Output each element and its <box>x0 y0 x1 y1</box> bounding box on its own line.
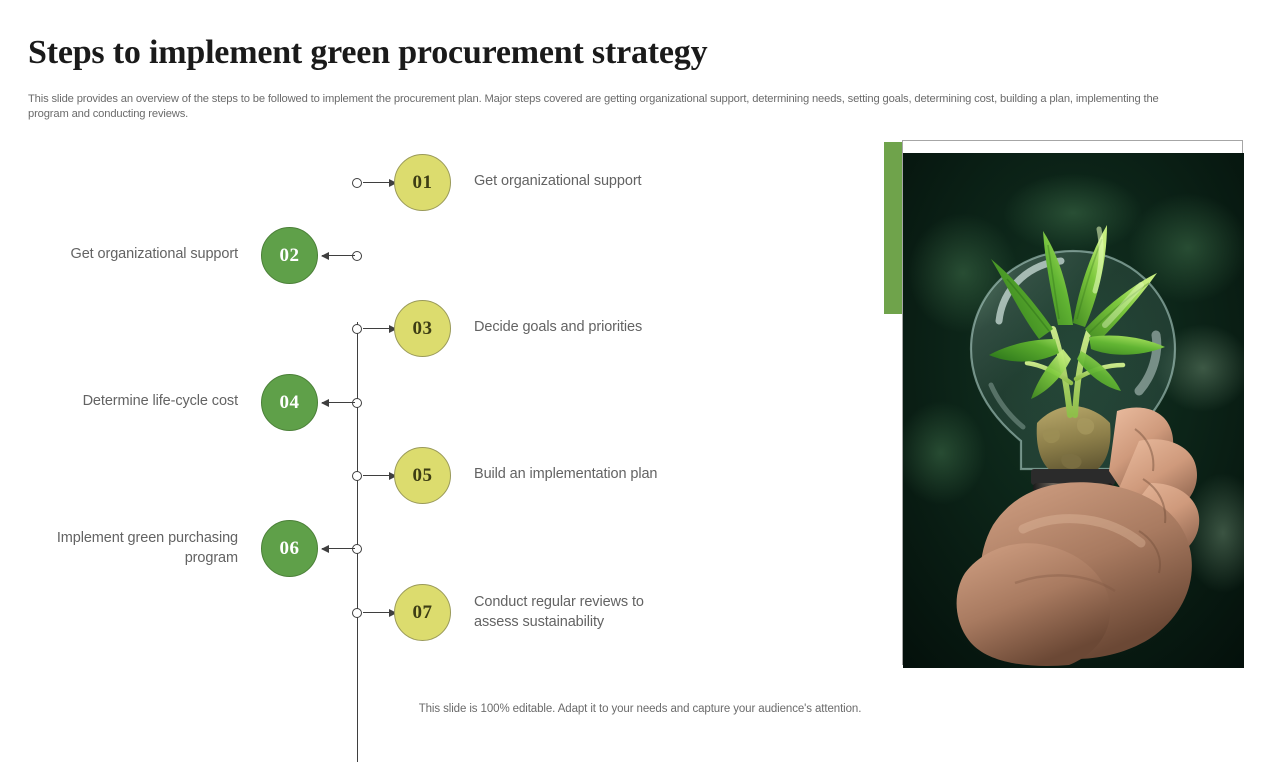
step-circle-04[interactable]: 04 <box>261 374 318 431</box>
diagram-spine-line <box>357 322 358 762</box>
connector-arrow-left-icon <box>321 398 355 407</box>
connector-arrow-right-icon <box>363 608 397 617</box>
step-label-07: Conduct regular reviews to assess sustai… <box>474 594 644 630</box>
connector-arrow-left-icon <box>321 251 355 260</box>
step-label-02: Get organizational support <box>70 246 239 262</box>
step-number: 07 <box>412 601 433 623</box>
spine-node-icon <box>352 398 362 408</box>
step-circle-06[interactable]: 06 <box>261 520 318 577</box>
footer-note: This slide is 100% editable. Adapt it to… <box>418 703 862 715</box>
spine-node-icon <box>352 251 362 261</box>
step-circle-02[interactable]: 02 <box>261 227 318 284</box>
step-label-03: Decide goals and priorities <box>474 319 643 335</box>
step-label-01: Get organizational support <box>474 173 642 189</box>
page-title: Steps to implement green procurement str… <box>28 34 708 71</box>
step-number: 05 <box>412 464 433 486</box>
connector-arrow-right-icon <box>363 178 397 187</box>
media-panel <box>884 140 1244 668</box>
step-number: 04 <box>279 391 300 413</box>
spine-node-icon <box>352 608 362 618</box>
step-number: 01 <box>412 171 433 193</box>
step-row: 07 Conduct regular reviews to assess sus… <box>0 584 860 644</box>
step-row: 05 Build an implementation plan <box>0 447 860 507</box>
step-row: 06 Implement green purchasing program <box>0 520 860 580</box>
spine-node-icon <box>352 544 362 554</box>
connector-arrow-right-icon <box>363 471 397 480</box>
step-number: 06 <box>279 537 300 559</box>
step-label-06: Implement green purchasing program <box>56 530 238 566</box>
step-label-05: Build an implementation plan <box>474 466 658 482</box>
step-number: 02 <box>279 244 300 266</box>
step-label-04: Determine life-cycle cost <box>82 393 239 409</box>
photo-lightbulb-plant <box>903 153 1244 668</box>
step-circle-07[interactable]: 07 <box>394 584 451 641</box>
step-circle-03[interactable]: 03 <box>394 300 451 357</box>
step-circle-05[interactable]: 05 <box>394 447 451 504</box>
step-row: 02 Get organizational support <box>0 227 860 287</box>
step-row: 01 Get organizational support <box>0 154 860 214</box>
slide-description: This slide provides an overview of the s… <box>28 93 1159 120</box>
step-row: 04 Determine life-cycle cost <box>0 374 860 434</box>
spine-node-icon <box>352 471 362 481</box>
step-row: 03 Decide goals and priorities <box>0 300 860 360</box>
connector-arrow-right-icon <box>363 324 397 333</box>
step-number: 03 <box>412 317 433 339</box>
spine-node-icon <box>352 178 362 188</box>
spine-node-icon <box>352 324 362 334</box>
step-circle-01[interactable]: 01 <box>394 154 451 211</box>
steps-diagram: 01 Get organizational support 02 Get org… <box>0 140 860 762</box>
connector-arrow-left-icon <box>321 544 355 553</box>
